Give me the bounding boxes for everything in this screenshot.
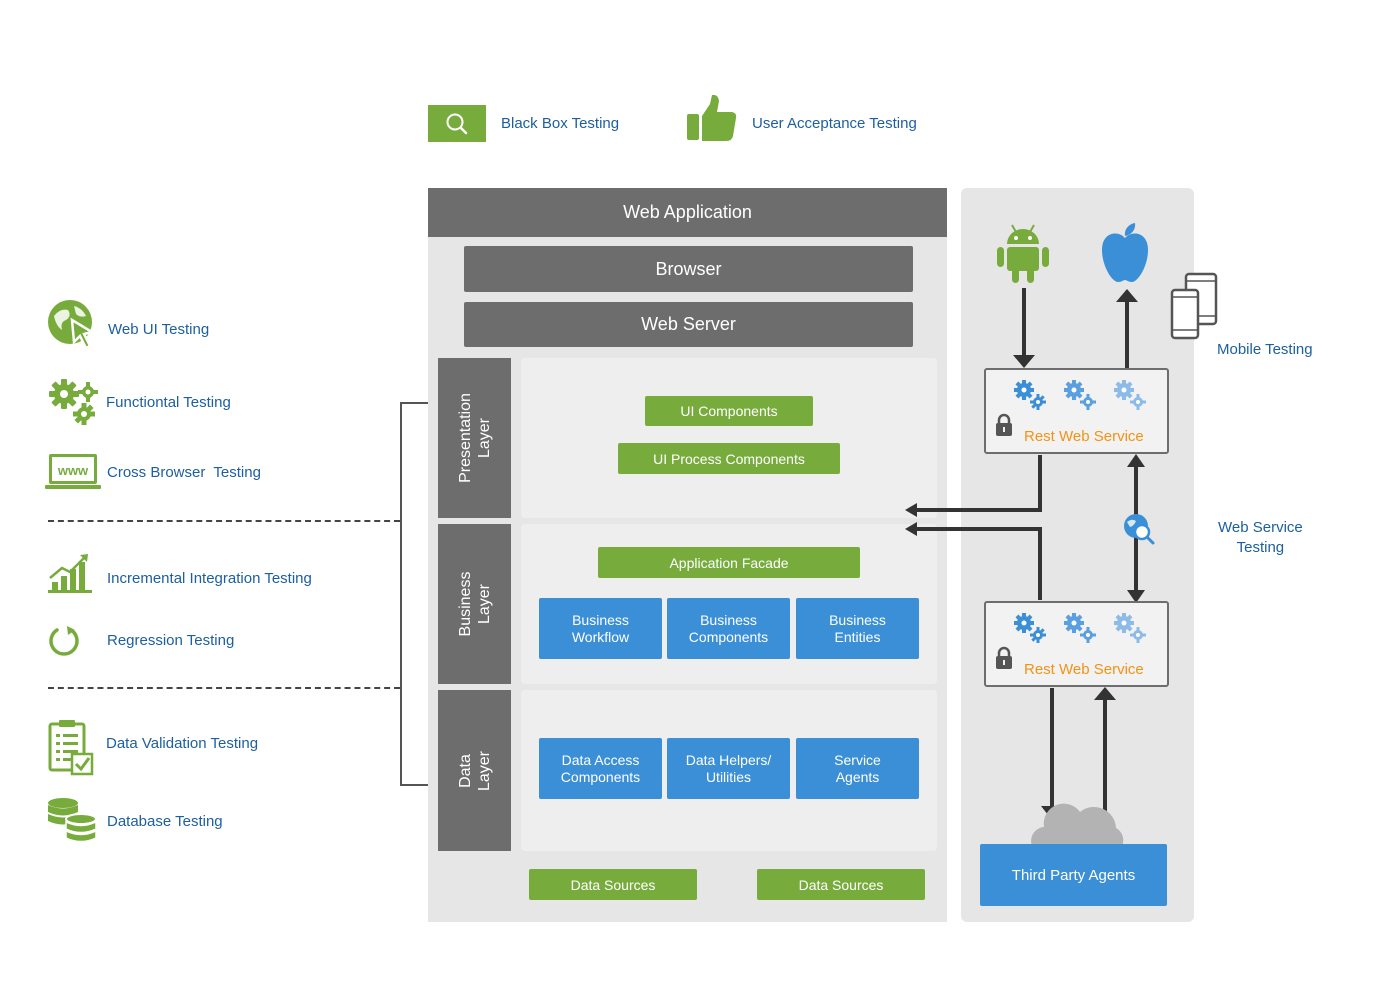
incremental-integration-testing-label: Incremental Integration Testing xyxy=(107,570,312,587)
black-box-testing-label: Black Box Testing xyxy=(501,115,620,132)
ui-components-box: UI Components xyxy=(645,396,813,426)
android-icon xyxy=(994,222,1052,289)
globe-cursor-icon xyxy=(46,298,100,357)
application-facade-box: Application Facade xyxy=(598,547,860,578)
divider-bottom xyxy=(48,687,400,689)
cloud-icon xyxy=(1026,796,1126,861)
mobile-testing-label: Mobile Testing xyxy=(1217,341,1313,358)
database-testing-label: Database Testing xyxy=(107,813,223,830)
rest-web-service-title-1: Rest Web Service xyxy=(1024,428,1144,445)
globe-search-icon xyxy=(1122,512,1156,551)
ui-process-components-box: UI Process Components xyxy=(618,443,840,474)
svg-text:www: www xyxy=(57,463,89,478)
web-ui-testing-label: Web UI Testing xyxy=(108,321,210,338)
gears-icon xyxy=(1012,378,1152,417)
web-service-testing-label: Web Service Testing xyxy=(1218,519,1303,556)
rest-web-service-box-2: Rest Web Service xyxy=(984,601,1169,687)
gears-icon xyxy=(48,378,100,431)
gears-icon xyxy=(1012,611,1152,650)
rest-web-service-box-1: Rest Web Service xyxy=(984,368,1169,454)
regression-testing-label: Regression Testing xyxy=(107,632,235,649)
cross-browser-testing-label: Cross Browser Testing xyxy=(107,464,261,481)
data-sources-box-2: Data Sources xyxy=(757,869,925,900)
rest-web-service-title-2: Rest Web Service xyxy=(1024,661,1144,678)
functional-testing-label: Functiontal Testing xyxy=(106,394,231,411)
database-icon xyxy=(47,797,97,848)
uat-label: User Acceptance Testing xyxy=(752,115,917,132)
data-sources-box-1: Data Sources xyxy=(529,869,697,900)
presentation-layer-area xyxy=(521,358,937,518)
refresh-icon xyxy=(47,624,81,663)
data-helpers-utilities-box: Data Helpers/Utilities xyxy=(667,738,790,799)
lock-icon xyxy=(994,646,1014,675)
mobile-devices-icon xyxy=(1170,272,1220,347)
third-party-agents-box: Third Party Agents xyxy=(980,844,1167,906)
web-server-box: Web Server xyxy=(464,302,913,347)
data-validation-testing-label: Data Validation Testing xyxy=(106,735,259,752)
search-icon xyxy=(428,105,486,142)
apple-icon xyxy=(1098,222,1152,289)
browser-box: Browser xyxy=(464,246,913,292)
web-application-title: Web Application xyxy=(428,188,947,237)
growth-chart-icon xyxy=(46,552,94,599)
divider-top xyxy=(48,520,400,522)
services-panel xyxy=(961,188,1194,922)
layer-bracket xyxy=(400,402,428,786)
www-laptop-icon: www xyxy=(45,452,101,497)
thumbs-up-icon xyxy=(686,94,738,147)
checklist-icon xyxy=(48,718,94,781)
lock-icon xyxy=(994,413,1014,442)
